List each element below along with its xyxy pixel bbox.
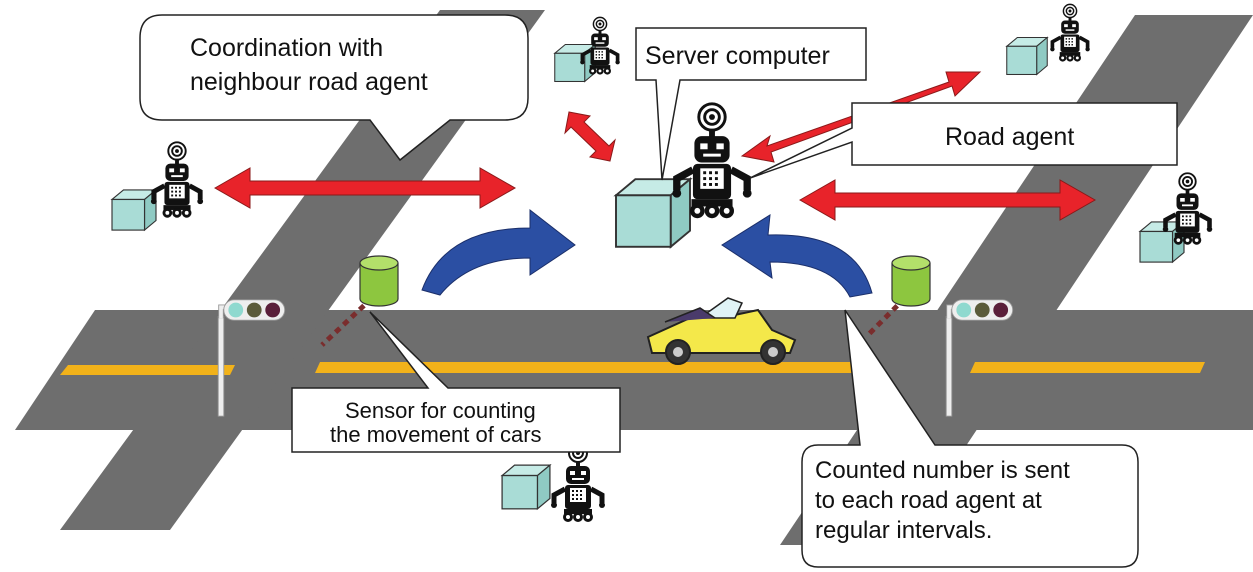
car-icon bbox=[646, 297, 797, 365]
lane-marking bbox=[315, 362, 880, 373]
sensor-beam-left bbox=[320, 296, 374, 347]
sensor-label-line1: Sensor for counting bbox=[345, 398, 536, 423]
counted-label-line1: Counted number is sent bbox=[815, 457, 1070, 484]
lane-marking bbox=[970, 362, 1205, 373]
server-callout bbox=[635, 27, 867, 181]
road-agent-callout bbox=[749, 102, 1178, 179]
sensor-cylinder-icon bbox=[359, 255, 399, 307]
coordination-callout bbox=[139, 14, 529, 162]
server-label: Server computer bbox=[645, 42, 830, 70]
robot-icon bbox=[551, 444, 605, 522]
computer-box-icon bbox=[501, 464, 551, 510]
counted-label-line2: to each road agent at bbox=[815, 487, 1042, 514]
data-flow-arrow-left bbox=[421, 208, 576, 296]
counted-callout bbox=[801, 309, 1139, 568]
data-flow-arrow-right bbox=[721, 214, 873, 298]
coordination-label-line2: neighbour road agent bbox=[190, 68, 428, 96]
coordination-arrow-left bbox=[213, 167, 517, 209]
lane-marking bbox=[60, 365, 235, 375]
data-flow-arrows bbox=[421, 208, 873, 298]
coordination-arrow-right bbox=[798, 179, 1097, 221]
sensor-label-line2: the movement of cars bbox=[330, 422, 542, 447]
counted-label-line3: regular intervals. bbox=[815, 517, 992, 544]
road-agent-label: Road agent bbox=[945, 123, 1074, 151]
robot-icon bbox=[1050, 4, 1090, 61]
robot-icon bbox=[151, 142, 203, 217]
sensor-cylinder-icon bbox=[891, 255, 931, 307]
computer-box-icon bbox=[111, 189, 157, 231]
coordination-label-line1: Coordination with bbox=[190, 34, 383, 62]
sensor-beam-right bbox=[866, 296, 907, 337]
sensor-callout bbox=[291, 311, 621, 453]
coordination-arrow-small bbox=[564, 111, 616, 162]
computer-box-icon bbox=[1006, 36, 1048, 76]
